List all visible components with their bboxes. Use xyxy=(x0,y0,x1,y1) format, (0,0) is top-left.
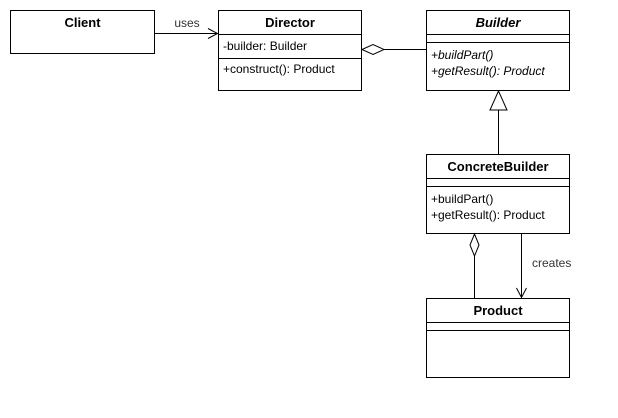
creates-label: creates xyxy=(532,256,571,270)
class-product[interactable]: Product xyxy=(426,298,570,378)
relation-director-builder xyxy=(360,43,427,56)
director-attribute: -builder: Builder xyxy=(223,39,307,53)
concrete-builder-name: ConcreteBuilder xyxy=(447,159,548,174)
open-arrowhead-icon xyxy=(207,28,219,39)
builder-box xyxy=(426,10,570,91)
relation-concrete-builder-product-creates: creates xyxy=(516,233,571,299)
hollow-diamond-icon xyxy=(469,232,480,258)
class-builder[interactable]: Builder +buildPart() +getResult(): Produ… xyxy=(426,10,570,91)
builder-name: Builder xyxy=(476,15,522,30)
class-director[interactable]: Director -builder: Builder +construct():… xyxy=(218,10,362,91)
builder-operation: +buildPart() xyxy=(431,48,493,62)
product-box xyxy=(426,298,570,378)
concrete-builder-box xyxy=(426,154,570,234)
class-concrete-builder[interactable]: ConcreteBuilder +buildPart() +getResult(… xyxy=(426,154,570,234)
relation-client-director: uses xyxy=(154,16,219,39)
hollow-triangle-icon xyxy=(489,89,508,111)
builder-operation: +getResult(): Product xyxy=(431,64,545,78)
hollow-diamond-icon xyxy=(360,43,386,56)
concrete-builder-operation: +getResult(): Product xyxy=(431,208,545,222)
client-name: Client xyxy=(64,15,101,30)
director-name: Director xyxy=(265,15,315,30)
client-box xyxy=(10,10,155,54)
relation-concrete-builder-builder xyxy=(489,89,508,155)
product-name: Product xyxy=(473,303,523,318)
open-arrowhead-icon xyxy=(516,287,527,299)
director-operation: +construct(): Product xyxy=(223,62,335,76)
class-client[interactable]: Client xyxy=(10,10,155,54)
concrete-builder-operation: +buildPart() xyxy=(431,192,493,206)
relation-concrete-builder-product-aggregation xyxy=(469,232,480,299)
uses-label: uses xyxy=(174,16,199,30)
director-box xyxy=(218,10,362,91)
